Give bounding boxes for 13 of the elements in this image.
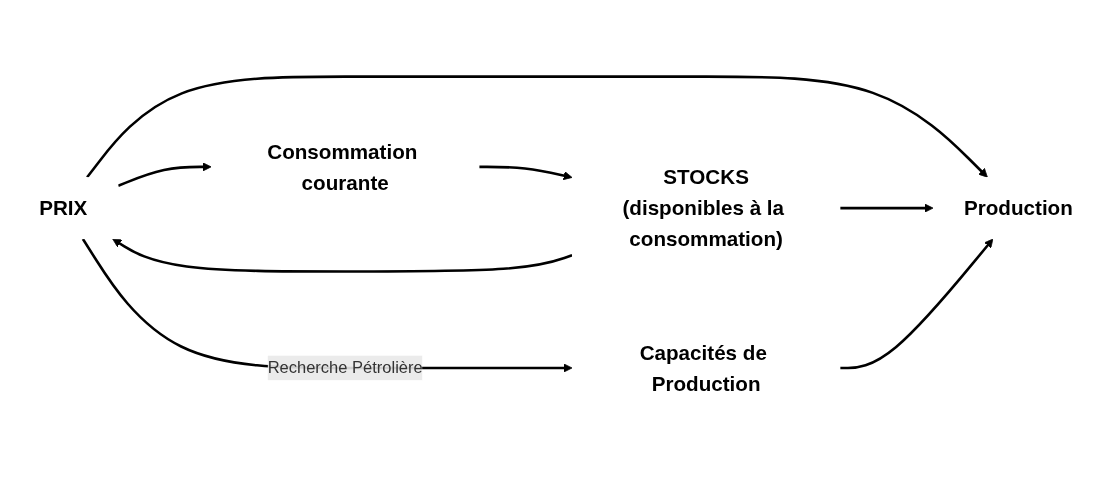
arrow [112, 238, 573, 273]
arrow [840, 238, 994, 370]
arrow [479, 165, 573, 181]
arrow [117, 162, 212, 187]
edge-label: Recherche Pétrolière [267, 358, 423, 377]
node-text: STOCKS (disponibles à la consommation) [622, 165, 785, 251]
node-text: PRIX [39, 196, 88, 220]
arrow [81, 238, 573, 373]
arrow [840, 203, 934, 213]
arrow [86, 75, 988, 178]
node-text: Production [963, 196, 1073, 220]
node-text: Consommation courante [267, 140, 418, 194]
node-text: Capacités de Production [639, 341, 767, 395]
